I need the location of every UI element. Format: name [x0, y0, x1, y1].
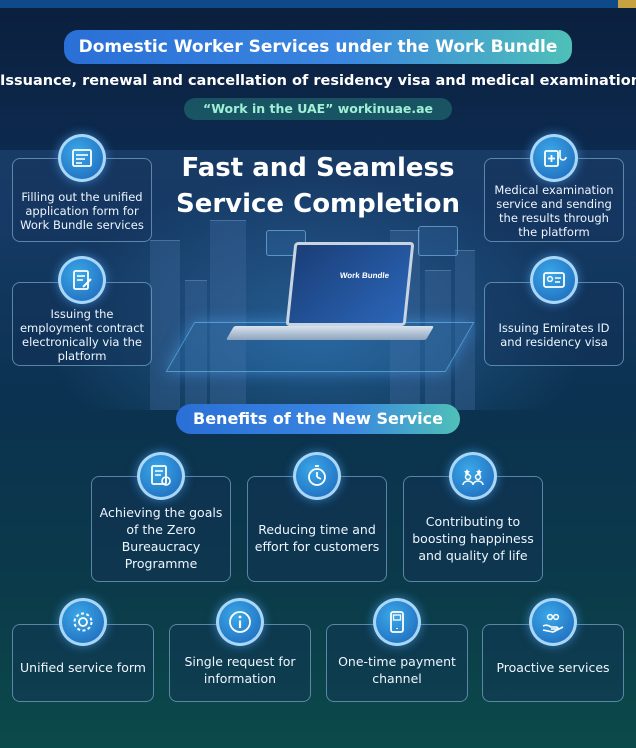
benefit-card-label: Achieving the goals of the Zero Bureaucr… [99, 505, 223, 571]
service-card-application-form: Filling out the unified application form… [12, 158, 152, 242]
benefits-title: Benefits of the New Service [176, 404, 460, 434]
benefit-card-label: Reducing time and effort for customers [254, 522, 380, 554]
benefit-card-zero-bureaucracy: Achieving the goals of the Zero Bureaucr… [91, 476, 231, 582]
laptop-screen-label: Work Bundle [339, 271, 390, 280]
laptop-screen: Work Bundle [285, 242, 415, 326]
benefit-card-label: Single request for information [184, 654, 296, 686]
service-card-label: Issuing Emirates ID and residency visa [498, 321, 610, 349]
medical-icon [530, 134, 578, 182]
payment-icon [373, 598, 421, 646]
contract-icon [58, 256, 106, 304]
certificate-icon [137, 452, 185, 500]
benefit-card-label: Proactive services [496, 659, 610, 675]
id-card-icon [530, 256, 578, 304]
gear-icon [59, 598, 107, 646]
benefit-card-label: One-time payment channel [338, 654, 456, 686]
hand-care-icon [529, 598, 577, 646]
service-card-label: Filling out the unified application form… [20, 190, 144, 232]
form-icon [58, 134, 106, 182]
hero-heading: Fast and Seamless Service Completion [160, 150, 476, 222]
skyline-tower [455, 250, 475, 410]
laptop-illustration: Work Bundle [165, 226, 475, 380]
benefit-card-single-request: Single request for information [169, 624, 311, 702]
top-bar-accent [618, 0, 636, 8]
info-icon [216, 598, 264, 646]
page-title: Domestic Worker Services under the Work … [64, 30, 572, 64]
hologram-chart-panel [418, 226, 458, 256]
hero-line-1: Fast and Seamless [181, 153, 455, 183]
service-card-label: Medical examination service and sending … [494, 183, 614, 239]
skyline-tower [210, 220, 246, 410]
skyline-tower [150, 240, 180, 410]
benefit-card-label: Unified service form [20, 659, 146, 675]
skyline-tower [185, 280, 207, 410]
people-stars-icon [449, 452, 497, 500]
page-subtitle: Issuance, renewal and cancellation of re… [0, 73, 636, 89]
skyline-tower [425, 270, 451, 410]
website-label: “Work in the UAE” workinuae.ae [184, 98, 452, 120]
service-card-label: Issuing the employment contract electron… [19, 307, 145, 363]
stopwatch-icon [293, 452, 341, 500]
laptop-base [225, 326, 435, 340]
benefit-card-label: Contributing to boosting happiness and q… [412, 513, 534, 563]
top-bar [0, 0, 636, 8]
hero-line-2: Service Completion [175, 189, 461, 219]
benefit-card-reducing-time: Reducing time and effort for customers [247, 476, 387, 582]
